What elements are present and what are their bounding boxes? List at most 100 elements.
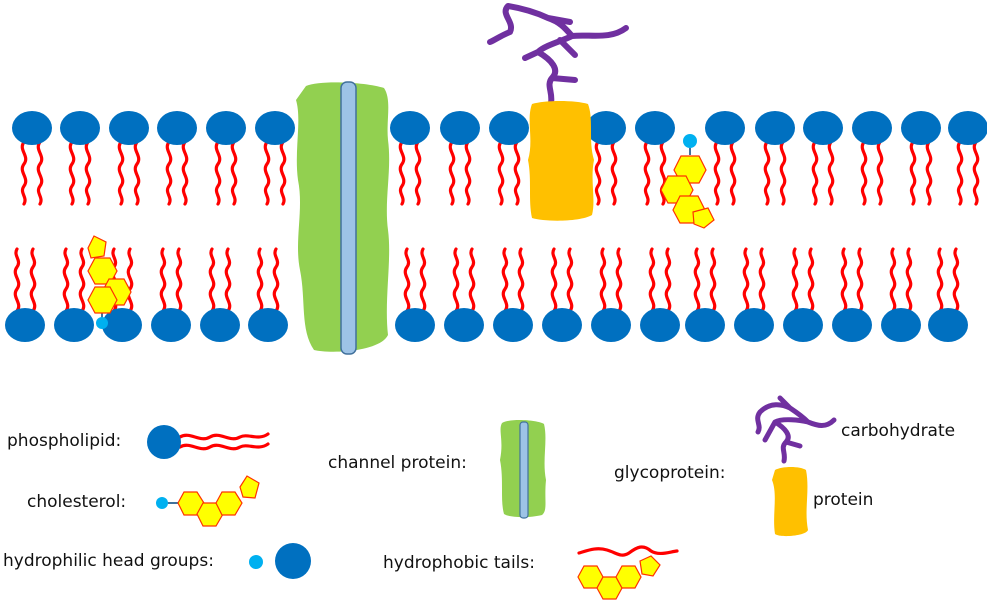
hydrophilic-head xyxy=(102,308,142,342)
bottom-phospholipid xyxy=(783,247,823,342)
top-phospholipid xyxy=(390,111,430,206)
hydrophobic-tail xyxy=(36,140,44,206)
hydrophobic-tail xyxy=(419,247,427,313)
small-hydrophilic-head-icon xyxy=(249,555,263,569)
bottom-phospholipid xyxy=(5,247,45,342)
hydrophobic-tail xyxy=(20,140,28,206)
hydrophobic-tail xyxy=(452,247,460,313)
carbohydrate-chain xyxy=(487,3,629,106)
hydrophobic-tail xyxy=(513,140,521,206)
legend-phospholipid-icon xyxy=(147,425,270,459)
top-phospholipid xyxy=(206,111,246,206)
hydrophobic-tail xyxy=(811,140,819,206)
hydrophobic-tail xyxy=(448,140,456,206)
legend-channel-label: channel protein: xyxy=(328,453,467,473)
hydrophilic-head xyxy=(200,308,240,342)
hydrophilic-head xyxy=(12,111,52,145)
hydrophilic-head xyxy=(390,111,430,145)
large-hydrophilic-head-icon xyxy=(275,543,311,579)
hydrophobic-tail xyxy=(78,247,86,313)
top-phospholipid xyxy=(755,111,795,206)
legend-glycoprotein-label: glycoprotein: xyxy=(614,463,726,483)
hydrophobic-tail xyxy=(414,140,422,206)
hydrophobic-tail xyxy=(403,247,411,313)
hydrophilic-head xyxy=(783,308,823,342)
hydrophobic-tail xyxy=(599,247,607,313)
hydrophilic-head xyxy=(493,308,533,342)
top-phospholipid xyxy=(157,111,197,206)
cholesterol-bottom xyxy=(87,235,132,329)
hydrophobic-tail xyxy=(909,140,917,206)
hydrophilic-head xyxy=(685,308,725,342)
legend-protein-label: protein xyxy=(813,490,874,510)
hydrophilic-head xyxy=(586,111,626,145)
hydrophobic-tail xyxy=(29,247,37,313)
hydrophobic-tail xyxy=(13,247,21,313)
top-phospholipid xyxy=(803,111,843,206)
top-phospholipid xyxy=(635,111,675,206)
hydrophilic-head xyxy=(705,111,745,145)
hydrophobic-tail xyxy=(256,247,264,313)
hydrophilic-head xyxy=(5,308,45,342)
bottom-phospholipid xyxy=(444,247,484,342)
hydrophilic-head xyxy=(395,308,435,342)
hydrophilic-head xyxy=(948,111,987,145)
cholesterol-head xyxy=(683,134,697,148)
top-phospholipid xyxy=(255,111,295,206)
hydrophilic-head xyxy=(591,308,631,342)
hydrophilic-head xyxy=(803,111,843,145)
top-phospholipid xyxy=(109,111,149,206)
hydrophilic-head xyxy=(248,308,288,342)
bottom-phospholipid xyxy=(151,247,191,342)
hydrophobic-tail xyxy=(224,247,232,313)
hydrophobic-tail xyxy=(889,247,897,313)
hydrophobic-tail xyxy=(856,247,864,313)
legend-channel-icon xyxy=(500,420,546,519)
hydrophobic-tail xyxy=(643,140,651,206)
hydrophobic-tail xyxy=(517,247,525,313)
hydrophilic-head xyxy=(440,111,480,145)
legend-cholesterol-label: cholesterol: xyxy=(27,492,127,512)
hydrophobic-tail xyxy=(840,247,848,313)
hydrophobic-tail xyxy=(936,247,944,313)
top-phospholipid xyxy=(489,111,529,206)
cholesterol-top xyxy=(660,134,715,229)
hydrophobic-tail xyxy=(464,140,472,206)
hydrophobic-tail xyxy=(807,247,815,313)
hydrophobic-tail xyxy=(501,247,509,313)
top-phospholipid xyxy=(12,111,52,206)
hydrophilic-head xyxy=(489,111,529,145)
hydrophobic-tail xyxy=(214,140,222,206)
bottom-phospholipid xyxy=(102,247,142,342)
cholesterol-head xyxy=(96,317,108,329)
hydrophobic-tail xyxy=(763,140,771,206)
hydrophobic-tail xyxy=(860,140,868,206)
hydrophilic-head xyxy=(635,111,675,145)
hydrophobic-tail xyxy=(566,247,574,313)
hydrophilic-head xyxy=(881,308,921,342)
hydrophilic-head xyxy=(542,308,582,342)
legend-hydrophobic-label: hydrophobic tails: xyxy=(383,553,535,573)
legend-glycoprotein-icon xyxy=(755,395,837,537)
legend-hydrophilic-label: hydrophilic head groups: xyxy=(3,551,214,571)
hydrophilic-head xyxy=(157,111,197,145)
hydrophobic-tail xyxy=(779,140,787,206)
bottom-phospholipid xyxy=(591,247,631,342)
hydrophilic-head xyxy=(901,111,941,145)
hydrophilic-head xyxy=(852,111,892,145)
hydrophobic-tail xyxy=(956,140,964,206)
hydrophobic-tail xyxy=(876,140,884,206)
bottom-leaflet xyxy=(5,247,968,342)
hydrophobic-tail xyxy=(133,140,141,206)
channel-protein xyxy=(296,81,390,355)
hydrophobic-tail xyxy=(615,247,623,313)
bottom-phospholipid xyxy=(493,247,533,342)
top-leaflet xyxy=(12,111,987,206)
hydrophilic-head xyxy=(640,308,680,342)
hydrophilic-head xyxy=(255,111,295,145)
hydrophobic-tail xyxy=(208,247,216,313)
hydrophobic-tail xyxy=(594,140,602,206)
hydrophilic-head xyxy=(60,111,100,145)
hydrophobic-tail xyxy=(468,247,476,313)
hydrophobic-tail xyxy=(952,247,960,313)
